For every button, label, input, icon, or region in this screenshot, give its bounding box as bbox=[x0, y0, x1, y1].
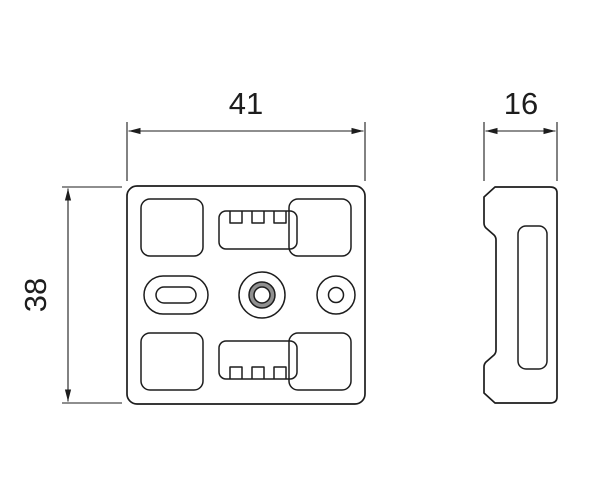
pocket-top-right bbox=[288, 198, 352, 257]
right-hole-inner bbox=[327, 286, 345, 304]
comb-slot-top bbox=[218, 210, 298, 250]
comb-slot-top-outline bbox=[218, 210, 298, 250]
comb-slot-bottom-outline bbox=[218, 340, 298, 380]
dimension-width: 41 bbox=[126, 86, 366, 181]
dimension-label-height: 38 bbox=[18, 278, 53, 312]
right-hole bbox=[316, 275, 356, 315]
dimension-label-width: 41 bbox=[229, 86, 263, 121]
dimension-depth: 16 bbox=[483, 86, 558, 181]
pocket-bottom-right bbox=[288, 332, 352, 391]
comb-tooth bbox=[251, 366, 265, 379]
left-slot bbox=[143, 275, 209, 315]
comb-tooth bbox=[273, 211, 287, 224]
center-bore bbox=[238, 271, 286, 319]
center-bore-ring bbox=[249, 282, 275, 308]
dimension-label-depth: 16 bbox=[504, 86, 538, 121]
comb-tooth bbox=[273, 366, 287, 379]
left-slot-inner bbox=[155, 286, 197, 304]
pocket-bottom-left bbox=[140, 332, 204, 391]
right-hole-outer bbox=[316, 275, 356, 315]
pocket-top-left bbox=[140, 198, 204, 257]
dimension-height: 38 bbox=[18, 186, 122, 404]
plate-outline bbox=[126, 185, 366, 405]
comb-tooth bbox=[251, 211, 265, 224]
center-bore-outer bbox=[238, 271, 286, 319]
center-bore-inner bbox=[253, 286, 271, 304]
left-slot-outer bbox=[143, 275, 209, 315]
side-view bbox=[483, 186, 558, 404]
comb-tooth bbox=[229, 366, 243, 379]
side-outline bbox=[483, 186, 558, 404]
side-recess bbox=[517, 225, 548, 370]
front-view bbox=[126, 185, 366, 405]
center-bore-mid bbox=[248, 281, 276, 309]
comb-tooth bbox=[229, 211, 243, 224]
comb-slot-bottom bbox=[218, 340, 298, 380]
